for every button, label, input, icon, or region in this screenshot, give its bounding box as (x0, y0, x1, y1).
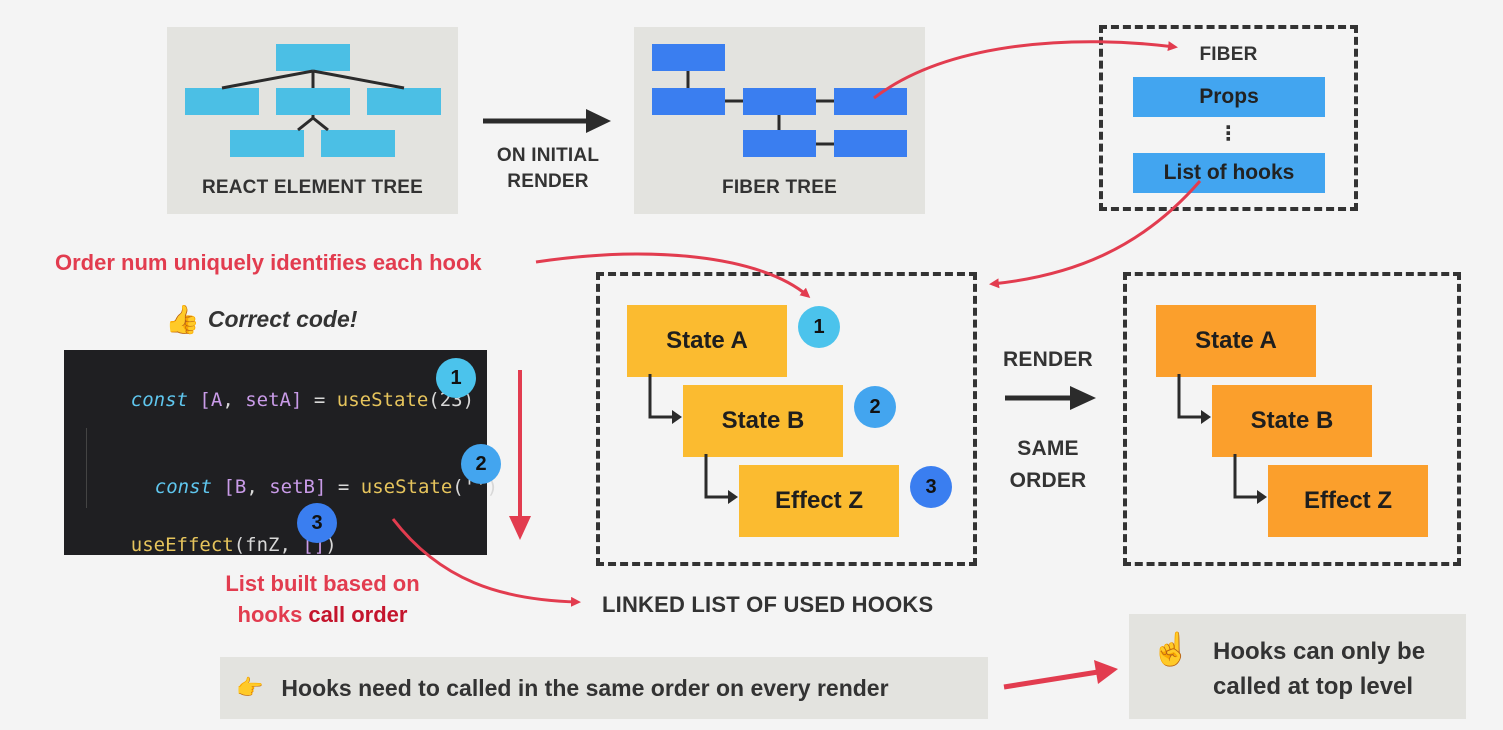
fiber-node (743, 88, 816, 115)
code-badge-3: 3 (297, 503, 337, 543)
rule-same-order: 👉 Hooks need to called in the same order… (220, 657, 988, 719)
code-punct: = (326, 476, 361, 498)
code-badge-2: 2 (461, 444, 501, 484)
list-note: List built based on hooks call order (195, 568, 450, 630)
element-node (276, 44, 350, 71)
code-var: A (210, 389, 223, 411)
code-punct: [ (211, 476, 235, 498)
hook-badge-3: 3 (910, 466, 952, 508)
code-punct: ] (314, 476, 327, 498)
code-punct: = (302, 389, 337, 411)
rule-top-level: ☝️ Hooks can only be called at top level (1129, 614, 1466, 719)
render-arrow (1005, 386, 1096, 410)
initial-render-label: ON INITIAL RENDER (478, 143, 618, 195)
initial-render-line2: RENDER (507, 171, 589, 192)
render-label: RENDER (1003, 348, 1093, 371)
thumbs-up-icon: 👍 (165, 304, 200, 335)
code-fn: useState (336, 389, 429, 411)
element-node (367, 88, 441, 115)
order-note-arrow (535, 252, 811, 298)
element-node (321, 130, 395, 157)
element-node (230, 130, 304, 157)
rule-top-level-text: Hooks can only be called at top level (1213, 634, 1425, 704)
react-element-tree-panel: REACT ELEMENT TREE (167, 27, 458, 214)
code-var: setA (245, 389, 291, 411)
fiber-node (652, 88, 725, 115)
code-fn: useEffect (130, 534, 234, 556)
code-punct: , (222, 389, 246, 411)
code-keyword: const (154, 476, 212, 498)
linked-list-arrowheads (672, 410, 738, 504)
linked-list-label: LINKED LIST OF USED HOOKS (602, 592, 934, 617)
rerender-list-box: State A State B Effect Z (1123, 272, 1461, 566)
hook-effect-z-rerender: Effect Z (1268, 465, 1428, 537)
hook-badge-1: 1 (798, 306, 840, 348)
fiber-node (743, 130, 816, 157)
code-punct: , (246, 476, 270, 498)
rule-arrow (1003, 660, 1118, 690)
call-order-arrow (509, 370, 531, 540)
fiber-to-fiber-box-arrow (873, 40, 1178, 100)
code-indent-guide (86, 428, 87, 508)
element-node (276, 88, 350, 115)
list-note-text: hooks (237, 602, 309, 627)
code-arg: (fnZ, (233, 534, 303, 556)
red-arrows (391, 40, 1202, 607)
hook-badge-2: 2 (854, 386, 896, 428)
fiber-ellipsis: ⋮ (1218, 123, 1239, 145)
rerender-list-connectors (1177, 374, 1259, 499)
hook-state-a: State A (627, 305, 787, 377)
code-block: const [A, setA] = useState(23) const [B,… (64, 350, 498, 556)
code-punct: [ (187, 389, 211, 411)
list-note-emphasis: call order (308, 602, 408, 627)
code-var: setB (269, 476, 315, 498)
list-note-line1: List built based on (225, 571, 420, 596)
element-node (185, 88, 259, 115)
code-punct: ] (290, 389, 303, 411)
order-note: Order num uniquely identifies each hook (55, 250, 482, 275)
fiber-tree-label: FIBER TREE (722, 177, 837, 198)
code-punct: ) (325, 534, 337, 556)
fiber-props: Props (1133, 77, 1325, 117)
linked-list-box: State A State B Effect Z 1 2 3 (596, 272, 977, 566)
initial-render-line1: ON INITIAL (496, 145, 600, 166)
code-to-linked-list-arrow (391, 518, 581, 607)
fiber-tree-connectors (686, 71, 834, 146)
code-badge-1: 1 (436, 358, 476, 398)
fiber-node (652, 44, 725, 71)
correct-code-label: Correct code! (207, 306, 358, 332)
pointing-right-icon: 👉 (236, 675, 264, 700)
rerender-list-arrowheads (1201, 410, 1267, 504)
rule-same-order-text: Hooks need to called in the same order o… (281, 674, 889, 701)
rule-top-level-line1: Hooks can only be (1213, 638, 1426, 665)
react-element-tree-label: REACT ELEMENT TREE (201, 177, 424, 198)
fiber-node (834, 88, 907, 115)
fiber-box: FIBER Props ⋮ List of hooks (1099, 25, 1358, 211)
hooks-to-linked-list-arrow (989, 180, 1202, 289)
list-note-line2: hooks call order (195, 599, 450, 630)
code-var: B (234, 476, 247, 498)
hook-effect-z: Effect Z (739, 465, 899, 537)
linked-list-connectors (648, 374, 730, 499)
hook-state-b-rerender: State B (1212, 385, 1372, 457)
rule-top-level-line2: called at top level (1213, 673, 1414, 700)
hook-state-a-rerender: State A (1156, 305, 1316, 377)
fiber-list-of-hooks: List of hooks (1133, 153, 1325, 193)
same-label: SAME (1017, 437, 1079, 460)
same-order-label: SAME ORDER (988, 433, 1108, 497)
initial-render-arrow (483, 109, 611, 133)
code-line-1: const [A, setA] = useState(23) (85, 367, 474, 433)
order-label: ORDER (1009, 469, 1087, 492)
code-fn: useState (360, 476, 453, 498)
code-keyword: const (130, 389, 188, 411)
element-tree-connectors (221, 69, 405, 132)
fiber-title: FIBER (1199, 44, 1258, 65)
pointing-up-icon: ☝️ (1151, 631, 1191, 667)
correct-code-heading: 👍 Correct code! (165, 303, 357, 336)
hook-state-b: State B (683, 385, 843, 457)
fiber-node (834, 130, 907, 157)
